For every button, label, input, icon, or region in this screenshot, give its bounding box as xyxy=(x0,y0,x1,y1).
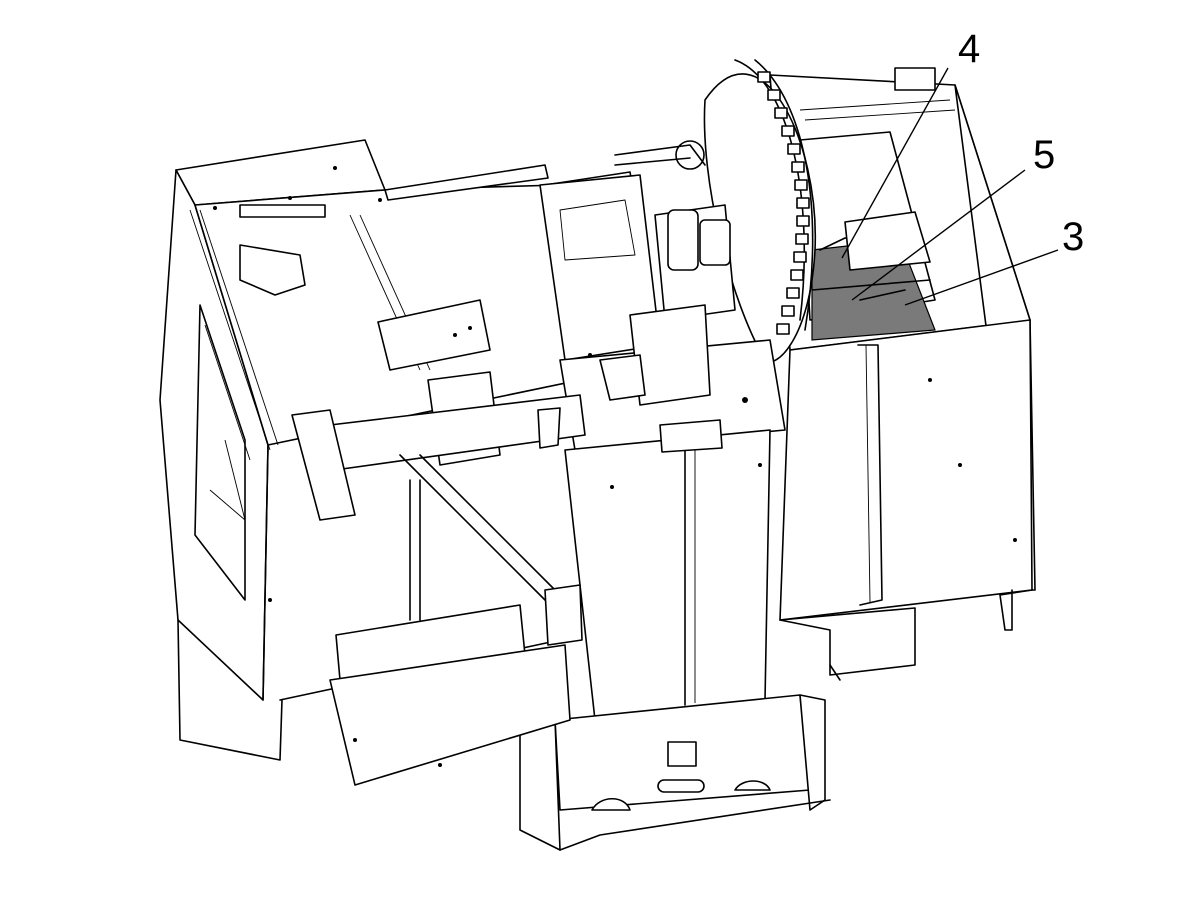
callout-5-leader xyxy=(851,169,1026,301)
pallet-arm-lower xyxy=(329,454,583,786)
callout-3: 3 xyxy=(904,215,1084,306)
tool-pockets xyxy=(757,71,810,335)
callout-5: 5 xyxy=(851,133,1055,301)
callout-4-label: 4 xyxy=(958,27,980,71)
callout-3-leader xyxy=(904,249,1059,306)
callout-4: 4 xyxy=(841,27,980,259)
callout-5-label: 5 xyxy=(1033,133,1055,177)
fastener-dots xyxy=(213,166,1017,767)
right-enclosure xyxy=(769,67,1036,681)
spindle-head xyxy=(614,140,736,321)
central-column xyxy=(519,174,831,851)
callout-4-leader xyxy=(841,67,949,259)
pallet-arm-upper xyxy=(291,299,586,521)
callout-3-label: 3 xyxy=(1062,215,1084,259)
